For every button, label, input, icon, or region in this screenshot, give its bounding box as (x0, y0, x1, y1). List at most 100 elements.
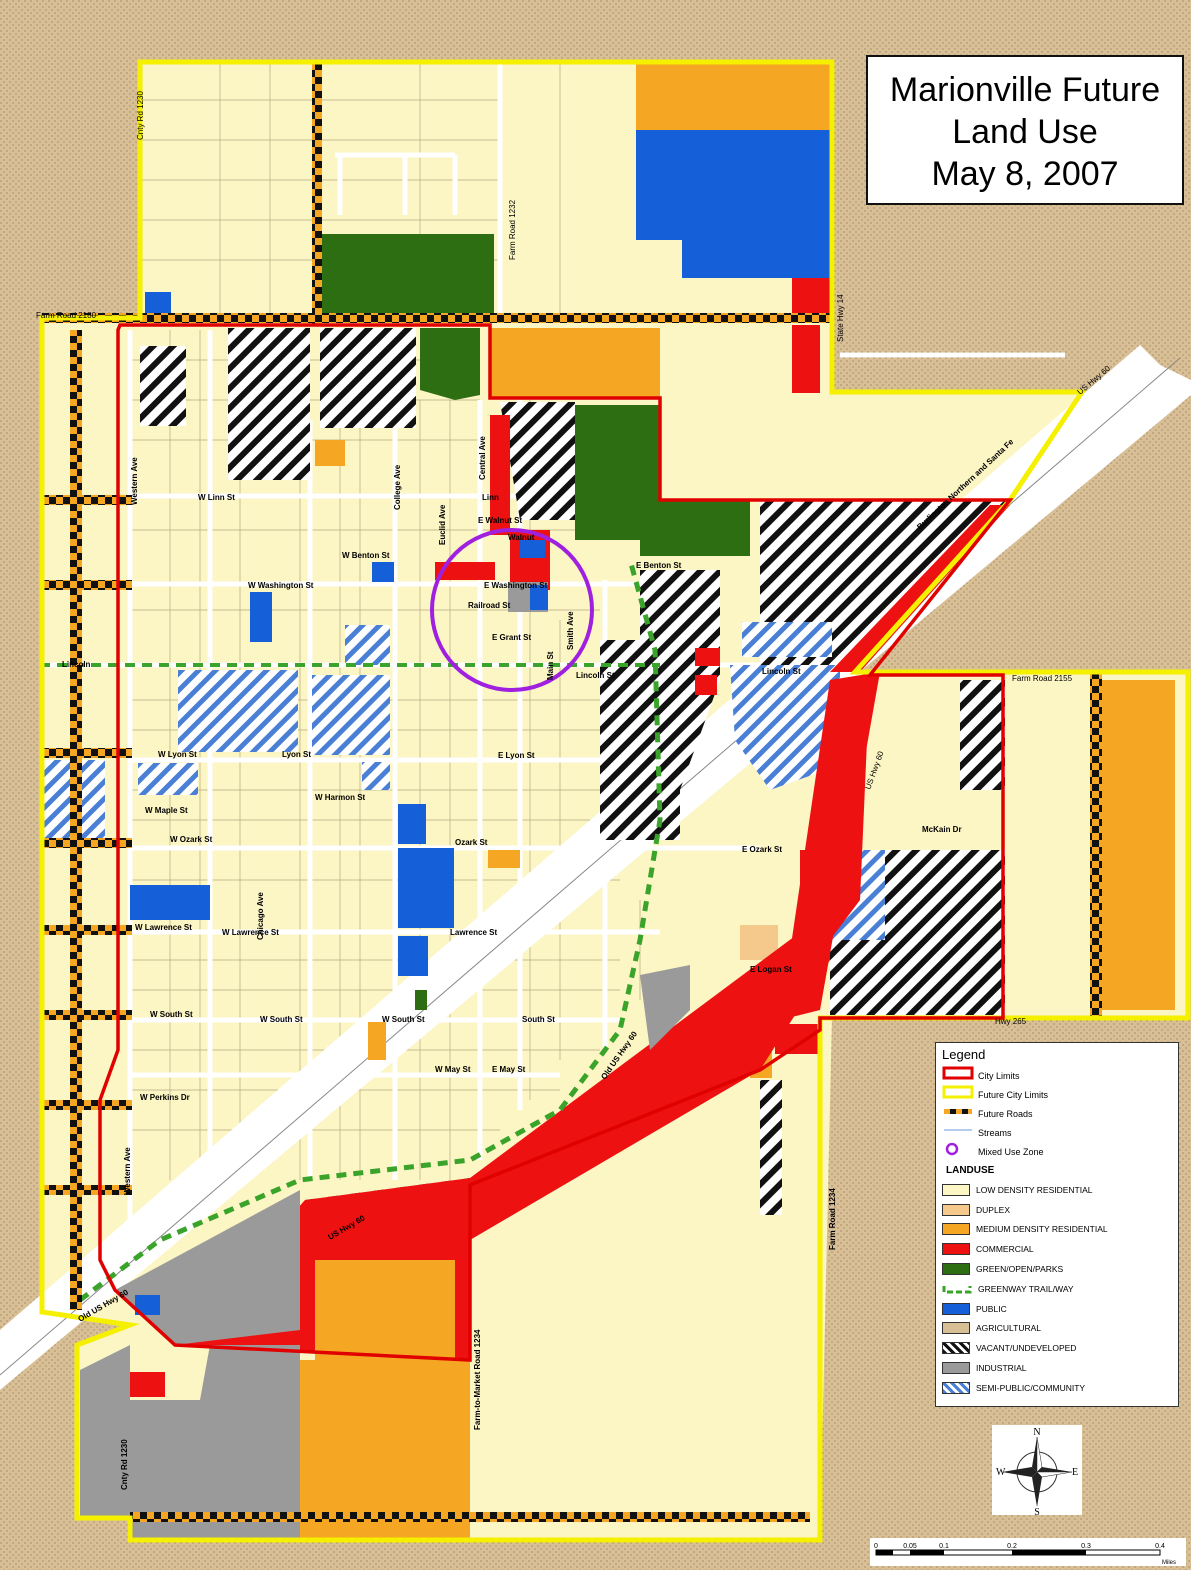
landuse-item-label: SEMI-PUBLIC/COMMUNITY (976, 1382, 1086, 1393)
label-w-washington: W Washington St (248, 581, 314, 590)
legend-item: Mixed Use Zone (942, 1142, 1172, 1161)
landuse-item-label: INDUSTRIAL (976, 1363, 1027, 1374)
green-open-swatch (942, 1263, 970, 1276)
label-smith-ave: Smith Ave (566, 611, 575, 650)
label-w-perkins: W Perkins Dr (140, 1093, 190, 1102)
label-western-ave: Western Ave (130, 457, 139, 505)
title-line-1: Marionville Future (889, 71, 1161, 109)
label-lawrence: Lawrence St (450, 928, 497, 937)
landuse-item: COMMERCIAL (942, 1239, 1172, 1259)
landuse-item-label: AGRICULTURAL (976, 1323, 1042, 1334)
land-use-parcels (43, 62, 1175, 1540)
legend-item-label: Future Roads (978, 1108, 1033, 1119)
label-w-lawrence2: W Lawrence St (222, 928, 279, 937)
landuse-item-label: GREENWAY TRAIL/WAY (978, 1283, 1074, 1294)
compass-rose: N S W E (992, 1425, 1082, 1518)
scale-tick-label: 0.3 (1081, 1543, 1091, 1550)
future-roads-line-icon (942, 1103, 974, 1124)
label-e-grant: E Grant St (492, 633, 531, 642)
landuse-item: PUBLIC (942, 1299, 1172, 1319)
landuse-item-label: COMMERCIAL (976, 1244, 1034, 1255)
scale-tick-label: 0.1 (939, 1543, 949, 1550)
label-south: South St (522, 1015, 555, 1024)
public-swatch (942, 1302, 970, 1315)
legend-item-label: Future City Limits (978, 1089, 1049, 1100)
label-e-logan: E Logan St (750, 965, 792, 974)
scale-tick-label: 0.05 (903, 1543, 917, 1550)
compass-n: N (1033, 1427, 1040, 1438)
scale-tick-label: 0.2 (1007, 1543, 1017, 1550)
label-chicago-ave: Chicago Ave (256, 892, 265, 940)
label-farm-to-market-1234: Farm-to-Market Road 1234 (473, 1329, 482, 1430)
landuse-item: LOW DENSITY RESIDENTIAL (942, 1180, 1172, 1200)
mixed-use-circle-icon (942, 1141, 974, 1162)
legend-landuse-items: LOW DENSITY RESIDENTIAL DUPLEX MEDIUM DENS… (942, 1180, 1172, 1398)
label-western-ave-s: Western Ave (123, 1147, 132, 1195)
landuse-item-label: VACANT/UNDEVELOPED (976, 1343, 1077, 1354)
landuse-item-label: LOW DENSITY RESIDENTIAL (976, 1184, 1093, 1195)
landuse-item-label: DUPLEX (976, 1204, 1011, 1215)
label-e-ozark: E Ozark St (742, 845, 782, 854)
landuse-heading: LANDUSE (946, 1165, 995, 1176)
landuse-item: SEMI-PUBLIC/COMMUNITY (942, 1378, 1172, 1398)
label-w-south2: W South St (260, 1015, 303, 1024)
landuse-item: MEDIUM DENSITY RESIDENTIAL (942, 1220, 1172, 1240)
legend-heading: Legend (942, 1047, 986, 1062)
industrial-swatch (942, 1362, 970, 1375)
semi-public-swatch (942, 1381, 970, 1394)
label-ozark: Ozark St (455, 838, 488, 847)
greenway-trail (78, 559, 663, 1302)
label-w-lawrence: W Lawrence St (135, 923, 192, 932)
label-w-lyon: W Lyon St (158, 750, 197, 759)
compass-w: W (996, 1467, 1006, 1478)
label-w-south3: W South St (382, 1015, 425, 1024)
label-e-lyon: E Lyon St (498, 751, 535, 760)
legend-item: City Limits (942, 1066, 1172, 1085)
label-w-south: W South St (150, 1010, 193, 1019)
label-county-rd-1230: Cnty Rd 1230 (136, 91, 145, 140)
title-box: Marionville Future Land Use May 8, 2007 (866, 55, 1184, 205)
legend-item-label: Mixed Use Zone (978, 1146, 1044, 1157)
label-linn: Linn (482, 493, 499, 502)
future-roads (42, 62, 1102, 1522)
scale-tick-label: 0.4 (1155, 1543, 1165, 1550)
landuse-item: DUPLEX (942, 1200, 1172, 1220)
streams-line-icon (942, 1122, 974, 1143)
landuse-item: GREEN/OPEN/PARKS (942, 1259, 1172, 1279)
label-walnut: Walnut (508, 533, 535, 542)
label-railroad-st: Railroad St (468, 601, 511, 610)
title-line-3: May 8, 2007 (931, 155, 1119, 193)
label-hwy-265: Hwy 265 (995, 1017, 1027, 1026)
agricultural-swatch (942, 1322, 970, 1335)
landuse-item: GREENWAY TRAIL/WAY (942, 1279, 1172, 1299)
vacant-swatch (942, 1342, 970, 1355)
compass-e: E (1072, 1467, 1078, 1478)
landuse-item: VACANT/UNDEVELOPED (942, 1338, 1172, 1358)
label-state-hwy-14: State Hwy 14 (836, 294, 845, 342)
label-lincoln-e: Lincoln St (762, 667, 801, 676)
scale-unit-label: Miles (1162, 1560, 1176, 1566)
title-line-2: Land Use (952, 113, 1098, 151)
legend-item: Streams (942, 1123, 1172, 1142)
legend-item: Future City Limits (942, 1085, 1172, 1104)
label-lincoln-mid: Lincoln St (576, 671, 615, 680)
label-county-rd-1230-s: Cnty Rd 1230 (120, 1439, 129, 1490)
label-main-st: Main St (546, 651, 555, 680)
label-farm-road-1232: Farm Road 1232 (508, 199, 517, 260)
label-farm-road-2155: Farm Road 2155 (1012, 674, 1073, 683)
duplex-swatch (942, 1203, 970, 1216)
label-e-benton: E Benton St (636, 561, 682, 570)
city-limits (98, 323, 1014, 1362)
label-w-ozark: W Ozark St (170, 835, 213, 844)
landuse-item-label: MEDIUM DENSITY RESIDENTIAL (976, 1224, 1108, 1235)
legend-item-label: City Limits (978, 1070, 1020, 1081)
compass-s: S (1034, 1507, 1040, 1515)
label-e-washington: E Washington St (484, 581, 548, 590)
greenway-swatch (942, 1282, 972, 1296)
label-w-may: W May St (435, 1065, 471, 1074)
